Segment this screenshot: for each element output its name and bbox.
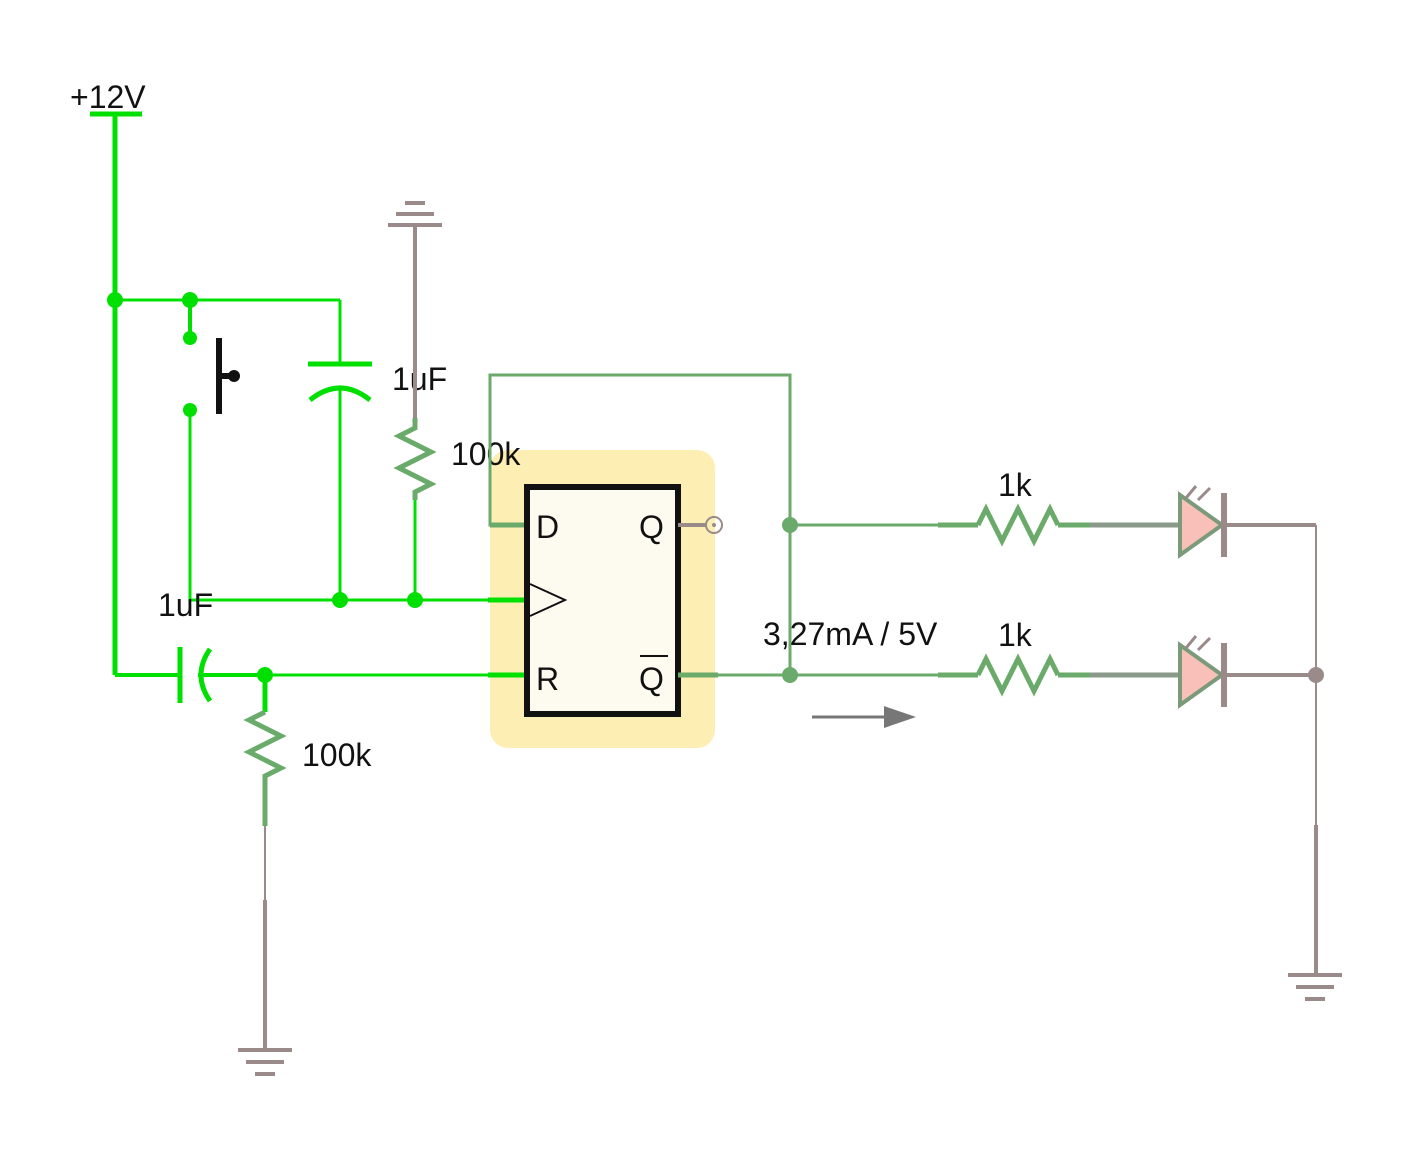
d-flipflop[interactable] bbox=[524, 484, 681, 717]
top-rail-wire bbox=[115, 298, 342, 362]
current-arrow-icon bbox=[812, 706, 916, 728]
res-top-label: 100k bbox=[451, 436, 521, 472]
junction-clock-cap bbox=[332, 592, 348, 608]
resistor-q-1k[interactable] bbox=[938, 503, 1090, 547]
ground-symbol-right bbox=[1288, 973, 1342, 1001]
junction-clock-res bbox=[407, 592, 423, 608]
led-lower[interactable] bbox=[1178, 635, 1316, 709]
res-qbar-label: 1k bbox=[998, 617, 1033, 653]
resistor-qbar-1k[interactable] bbox=[938, 653, 1090, 697]
cap-top-label: 1uF bbox=[392, 361, 447, 397]
pin-r-label: R bbox=[536, 661, 559, 697]
junction-ground-right bbox=[1308, 667, 1324, 683]
push-button-switch[interactable] bbox=[183, 300, 240, 600]
cap-bottom-label: 1uF bbox=[158, 587, 213, 623]
junction-supply bbox=[107, 292, 123, 308]
led-upper[interactable] bbox=[1178, 485, 1316, 559]
ground-symbol-top bbox=[388, 201, 442, 418]
junction-q-branch bbox=[782, 517, 798, 533]
supply-12v[interactable] bbox=[90, 111, 142, 675]
supply-label: +12V bbox=[70, 79, 146, 115]
q-probe-point[interactable] bbox=[705, 516, 723, 534]
ground-symbol-bottom-left bbox=[238, 1048, 292, 1076]
resistor-bottom-100k[interactable] bbox=[243, 675, 287, 1050]
pin-qbar-label: Q bbox=[639, 661, 664, 697]
junction-qbar-branch bbox=[782, 667, 798, 683]
capacitor-bottom[interactable] bbox=[115, 647, 265, 703]
pin-q-label: Q bbox=[639, 509, 664, 545]
pin-d-label: D bbox=[536, 509, 559, 545]
junction-switch bbox=[182, 292, 198, 308]
resistor-top-100k[interactable] bbox=[393, 418, 437, 600]
res-bottom-label: 100k bbox=[302, 737, 372, 773]
res-q-label: 1k bbox=[998, 467, 1033, 503]
capacitor-top[interactable] bbox=[308, 361, 372, 600]
probe-readout: 3,27mA / 5V bbox=[763, 616, 938, 652]
